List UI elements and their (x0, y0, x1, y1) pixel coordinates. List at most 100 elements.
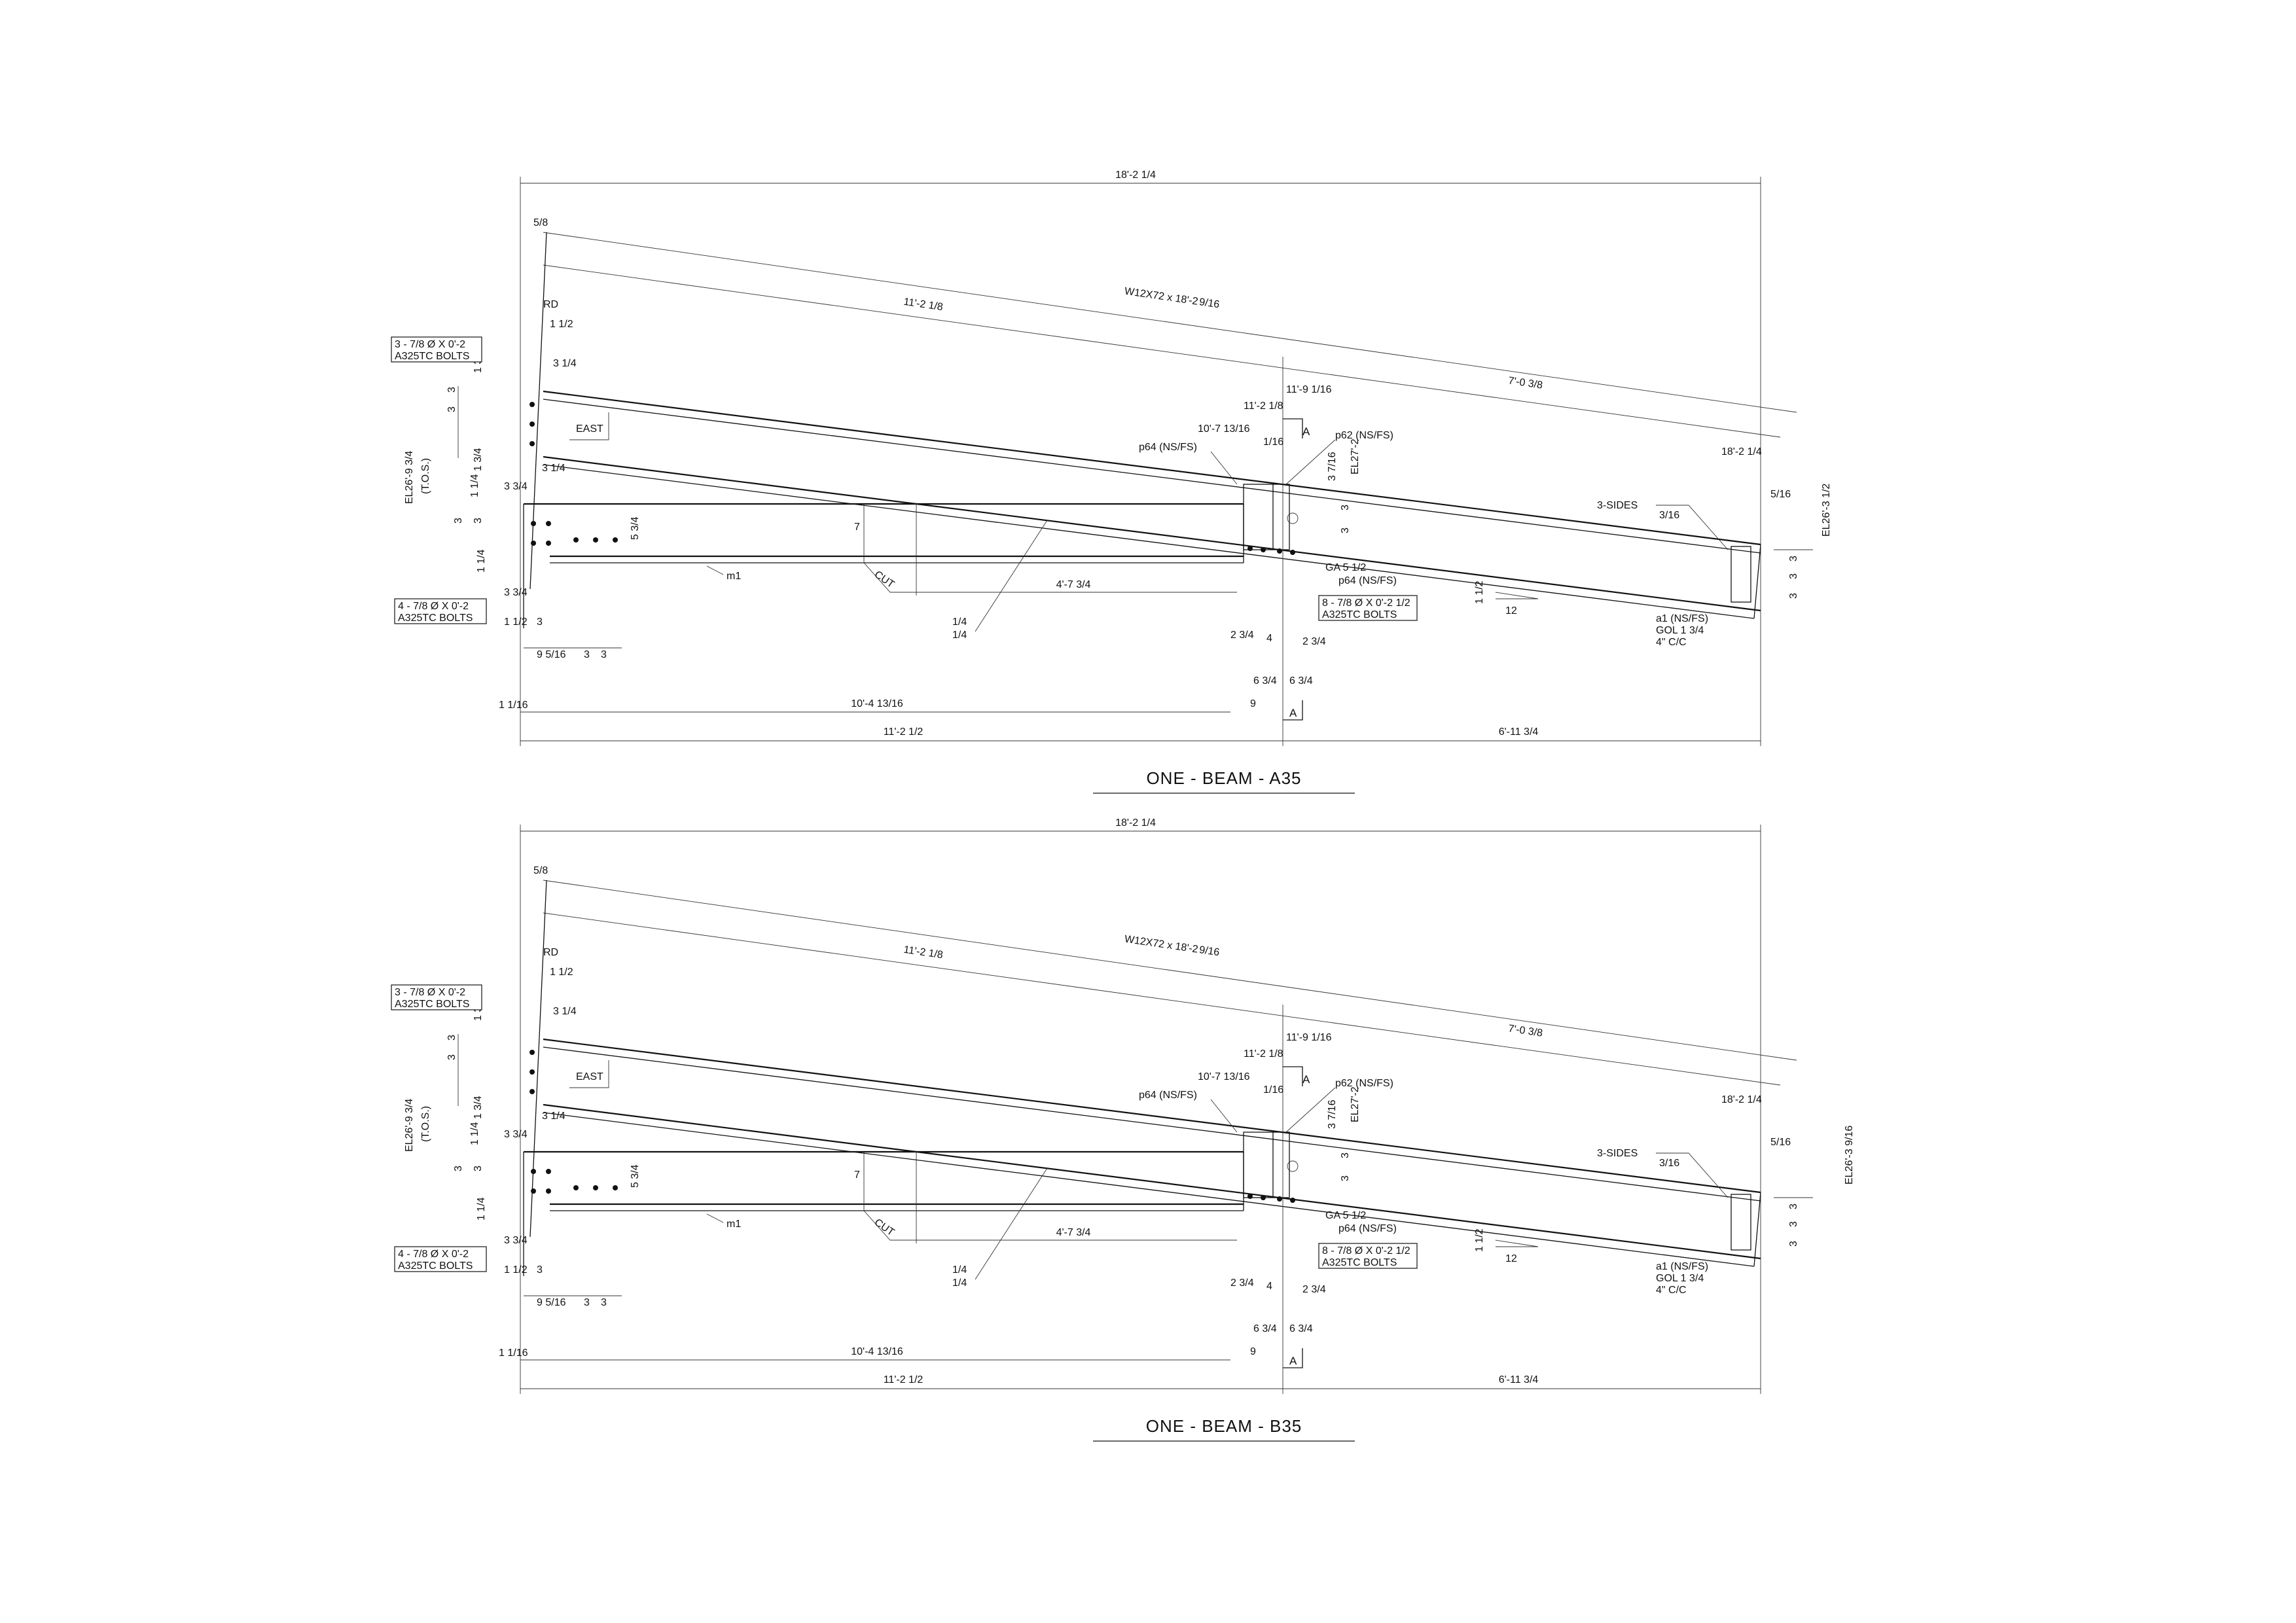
p64-label-b: p64 (NS/FS) (1338, 1223, 1397, 1234)
section-marker-top (1283, 1066, 1303, 1086)
p62-leader (1285, 439, 1336, 485)
dim-3-1-4-top: 3 1/4 (553, 358, 577, 369)
weld-size-a: 1/4 (952, 616, 967, 628)
rd-label: RD (543, 947, 558, 958)
dim-4: 4 (1266, 1281, 1272, 1292)
bolt-callout-top-qty: 3 - 7/8 Ø X 0'-2 (395, 339, 465, 350)
dim-3-l: 3 (1788, 593, 1799, 599)
dim-3-k: 3 (1788, 573, 1799, 579)
bolt-callout-mid-spec: A325TC BOLTS (1322, 609, 1397, 620)
segment-left-length: 11'-2 1/8 (903, 296, 943, 313)
beam-bottom-flange (543, 1103, 1761, 1260)
right-end-plate (1731, 1194, 1751, 1251)
dim-11-9: 11'-9 1/16 (1286, 1032, 1332, 1043)
dim-3-j: 3 (1788, 1204, 1799, 1209)
view-title: ONE - BEAM - A35 (1146, 768, 1301, 788)
dim-1-3-4-b: 1 3/4 (473, 448, 484, 471)
bolt (1290, 550, 1295, 555)
dim-18-2-1-4: 18'-2 1/4 (1721, 446, 1762, 457)
dim-3-b: 3 (446, 1054, 457, 1060)
three-sides-label: 3-SIDES (1597, 500, 1638, 511)
three-sides-leader (1656, 505, 1729, 550)
dim-1-3-4-b: 1 3/4 (473, 1096, 484, 1119)
bolt (1247, 1194, 1253, 1199)
overall-length: 18'-2 1/4 (1115, 169, 1156, 181)
member-designation: W12X72 x 18'-29/16 (1124, 286, 1221, 311)
member-designation: W12X72 x 18'-29/16 (1124, 934, 1221, 959)
dim-3-3-4-b: 3 3/4 (504, 587, 528, 598)
slope-triangle (1495, 592, 1539, 599)
field-weld-icon (1287, 1160, 1299, 1172)
p62-label: p62 (NS/FS) (1335, 1078, 1393, 1089)
dim-10-7: 10'-7 13/16 (1198, 423, 1250, 435)
segment-right-length: 7'-0 3/8 (1507, 375, 1543, 391)
dim-3-j: 3 (1788, 556, 1799, 562)
bolt-callout-mid-qty: 8 - 7/8 Ø X 0'-2 1/2 (1322, 1245, 1410, 1257)
dim-2-3-4-b: 2 3/4 (1302, 1284, 1326, 1295)
segment-dimline (543, 264, 1781, 438)
bolt (529, 1089, 535, 1094)
bolt-callout-top-qty: 3 - 7/8 Ø X 0'-2 (395, 987, 465, 998)
section-marker-bottom (1283, 1348, 1303, 1368)
p64-label-a: p64 (NS/FS) (1139, 442, 1197, 453)
gol-label: GOL 1 3/4 (1656, 625, 1704, 636)
dim-2-3-4-b: 2 3/4 (1302, 636, 1326, 647)
dim-11-2-1-2: 11'-2 1/2 (884, 1374, 924, 1385)
member-length-dimline (543, 232, 1797, 413)
cut-label: CUT (872, 1217, 897, 1238)
dim-9-5-16: 9 5/16 (537, 649, 566, 660)
bolt (546, 541, 551, 546)
dim-5-16: 5/16 (1770, 489, 1791, 500)
mid-plate (1243, 1132, 1290, 1198)
left-end-line (529, 232, 547, 590)
dim-1-1-2-b: 1 1/2 (504, 616, 528, 628)
dim-2-3-4-a: 2 3/4 (1230, 1277, 1254, 1289)
bolt-callout-top (391, 984, 482, 1010)
dim-1-1-4-b: 1 1/4 (476, 1197, 487, 1221)
rd-label: RD (543, 299, 558, 310)
bolt-callout-bottom-qty: 4 - 7/8 Ø X 0'-2 (398, 1249, 469, 1260)
beam-top-flange (543, 390, 1761, 546)
bolt-callout-top-spec: A325TC BOLTS (395, 999, 469, 1010)
elevation-mid: EL27'-2 (1350, 1086, 1361, 1122)
member-length-dimline (543, 880, 1797, 1061)
dim-11-2-1-2: 11'-2 1/2 (884, 726, 924, 738)
segment-left-length: 11'-2 1/8 (903, 944, 943, 961)
dim-3-3-4: 3 3/4 (504, 481, 528, 492)
weld-leader (975, 1168, 1048, 1280)
m1-leader (706, 1213, 724, 1223)
weld-3-16: 3/16 (1659, 1158, 1679, 1169)
dim-9: 9 (1250, 698, 1256, 709)
dim-3-7-16: 3 7/16 (1327, 452, 1338, 481)
a1-label: a1 (NS/FS) (1656, 613, 1708, 624)
section-label-top: A (1302, 425, 1310, 438)
beam-view-b35: 18'-2 1/4 W12X72 x 18'-29/16 11'-2 1/8 7… (391, 817, 1855, 1442)
slope-triangle (1495, 1240, 1539, 1247)
left-end-line (529, 880, 547, 1238)
beam-bottom-flange-inner (543, 464, 1755, 619)
dim-3-d: 3 (473, 518, 484, 524)
dim-3-i: 3 (1340, 1175, 1351, 1181)
dim-3-g: 3 (601, 649, 607, 660)
dim-1-1-16: 1 1/16 (499, 1347, 528, 1359)
east-label: EAST (576, 423, 603, 435)
dim-3-c: 3 (453, 518, 464, 524)
top-left-fraction: 5/8 (533, 217, 548, 228)
dim-3-b: 3 (446, 406, 457, 412)
p64-leader-a (1210, 1099, 1238, 1133)
cut-outline (863, 1152, 923, 1241)
dim-5-3-4: 5 3/4 (630, 1164, 641, 1188)
m1-leader (706, 565, 724, 575)
dim-5-16: 5/16 (1770, 1137, 1791, 1148)
bolt-callout-bottom-spec: A325TC BOLTS (398, 1260, 473, 1272)
weld-size-a: 1/4 (952, 1264, 967, 1275)
dim-2-3-4-a: 2 3/4 (1230, 630, 1254, 641)
p64-label-b: p64 (NS/FS) (1338, 575, 1397, 586)
beam-top-flange (543, 1038, 1761, 1194)
dim-3-e: 3 (537, 616, 543, 628)
dim-3-h: 3 (1340, 505, 1351, 510)
east-arrow (569, 412, 609, 440)
segment-dimline (543, 912, 1781, 1086)
dim-11-2-1-8: 11'-2 1/8 (1244, 1048, 1283, 1060)
